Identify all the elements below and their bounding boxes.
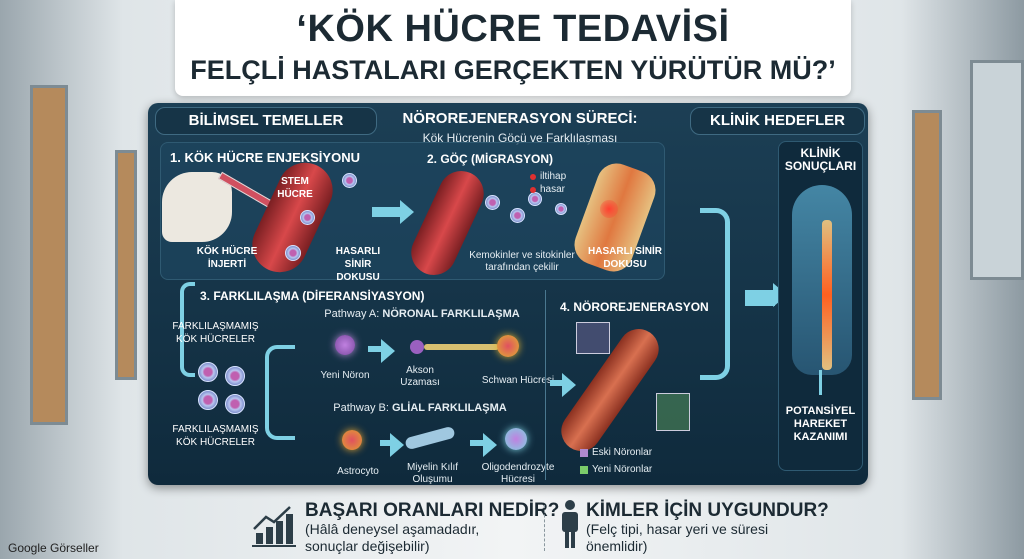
step2-title: 2. GÖÇ (MİGRASYON) xyxy=(426,152,553,166)
connector-line xyxy=(180,282,195,377)
label-damaged-tissue: HASARLI SİNİR DOKUSU xyxy=(335,246,381,283)
hallway-door xyxy=(115,150,137,380)
clinical-title: KLİNİK SONUÇLARI xyxy=(784,146,857,173)
pathway-b-name: GLİAL FARKLILAŞMA xyxy=(392,402,507,414)
new-neuron-icon xyxy=(335,335,355,355)
eligibility-answer: (Felç tipi, hasar yeri ve süresi önemlid… xyxy=(586,521,769,554)
stem-cell xyxy=(285,245,301,261)
eligibility-question: KİMLER İÇİN UYGUNDUR? xyxy=(586,500,829,521)
glove-hand-icon xyxy=(162,172,232,242)
person-icon xyxy=(561,500,579,548)
label-undifferentiated-2: FARKLILAŞMAMIŞ KÖK HÜCRELER xyxy=(172,424,259,448)
arrow-right-icon xyxy=(372,200,414,224)
header-clinical: KLİNİK HEDEFLER xyxy=(690,107,865,135)
divider xyxy=(545,290,546,480)
arrow-right-icon xyxy=(470,433,497,457)
header-process: NÖROREJENERASYON SÜRECİ: xyxy=(402,110,638,127)
legend-new-neurons: Yeni Nöronlar xyxy=(592,464,653,475)
label-chemokines: Kemokinler ve sitokinler tarafından çeki… xyxy=(469,250,575,273)
branch-connector xyxy=(265,345,295,440)
connector-line xyxy=(700,208,730,380)
stem-cell xyxy=(342,173,357,188)
divider xyxy=(544,505,545,551)
legend-new-swatch xyxy=(580,466,588,474)
watermark: Google Görseller xyxy=(8,541,99,555)
step3-title: 3. FARKLILAŞMA (DİFERANSİYASYON) xyxy=(200,289,425,303)
stem-cell xyxy=(300,210,315,225)
label-new-neuron: Yeni Nöron xyxy=(320,370,370,381)
arrow-down-icon xyxy=(819,370,822,395)
migrating-cell xyxy=(555,203,567,215)
header-process-sub: Kök Hücrenin Göçü ve Farklılaşması xyxy=(422,131,618,145)
arrow-right-icon xyxy=(368,339,395,363)
undifferentiated-cell xyxy=(198,362,218,382)
title-line-2: FELÇLİ HASTALARI GERÇEKTEN YÜRÜTÜR MÜ?’ xyxy=(190,55,836,85)
label-axon: Akson Uzaması xyxy=(400,365,440,388)
inflammation-icon xyxy=(530,174,536,180)
legend-damage: hasar xyxy=(540,184,566,195)
bar-chart-growth-icon xyxy=(250,505,298,547)
title-line-1: ‘KÖK HÜCRE TEDAVİSİ xyxy=(296,8,730,50)
damage-icon xyxy=(530,187,536,193)
migrating-cell xyxy=(485,195,500,210)
undifferentiated-cell xyxy=(198,390,218,410)
label-astrocyte: Astrocyto xyxy=(337,466,379,477)
header-scientific: BİLİMSEL TEMELLER xyxy=(155,107,377,135)
label-stem-cell: STEM HÜCRE xyxy=(277,176,313,200)
label-myelin: Miyelin Kılıf Oluşumu xyxy=(406,462,459,485)
success-rate-question: BAŞARI ORANLARI NEDİR? xyxy=(305,500,560,521)
new-neuron-inset xyxy=(656,393,690,431)
arrow-right-icon xyxy=(550,373,576,397)
step1-title: 1. KÖK HÜCRE ENJEKSİYONU xyxy=(170,150,360,165)
pathway-b: Pathway B: GLİAL FARKLILAŞMA xyxy=(320,402,520,414)
pathway-a-name: NÖRONAL FARKLILAŞMA xyxy=(382,308,520,320)
undifferentiated-cell xyxy=(225,366,245,386)
spine-icon xyxy=(822,220,832,370)
title-banner: ‘KÖK HÜCRE TEDAVİSİ FELÇLİ HASTALARI GER… xyxy=(175,0,851,96)
astrocyte-icon xyxy=(342,430,362,450)
legend-old-neurons: Eski Nöronlar xyxy=(592,447,653,458)
hallway-door xyxy=(30,85,68,425)
arrow-right-icon xyxy=(380,433,404,457)
label-oligodendrocyte: Oligodendrozyte Hücresi xyxy=(481,462,555,485)
schwann-cell-icon xyxy=(497,335,519,357)
hallway-window xyxy=(970,60,1024,280)
pathway-a-prefix: Pathway A: xyxy=(324,308,380,320)
migrating-cell xyxy=(510,208,525,223)
success-rate-answer: (Hâlâ deneysel aşamadadır, sonuçlar deği… xyxy=(305,521,480,554)
damage-site xyxy=(600,200,618,218)
label-graft: KÖK HÜCRE İNJERTİ xyxy=(196,246,258,270)
pathway-b-prefix: Pathway B: xyxy=(333,402,389,414)
clinical-result: POTANSİYEL HAREKET KAZANIMI xyxy=(785,405,856,443)
legend-old-swatch xyxy=(580,449,588,457)
legend-inflammation: iltihap xyxy=(540,171,567,182)
label-undifferentiated-1: FARKLILAŞMAMIŞ KÖK HÜCRELER xyxy=(172,321,259,345)
axon-neuron-icon xyxy=(410,340,424,354)
pathway-a: Pathway A: NÖRONAL FARKLILAŞMA xyxy=(322,308,522,320)
oligodendrocyte-icon xyxy=(505,428,527,450)
label-damaged-tissue-2: HASARLI SİNİR DOKUSU xyxy=(588,246,662,270)
arrow-right-icon xyxy=(745,283,787,307)
step4-title: 4. NÖROREJENERASYON xyxy=(560,300,709,314)
migrating-cell xyxy=(528,192,542,206)
old-neuron-inset xyxy=(576,322,610,354)
hallway-door xyxy=(912,110,942,400)
undifferentiated-cell xyxy=(225,394,245,414)
label-schwann: Schwan Hücresi xyxy=(481,375,555,386)
axon-icon xyxy=(424,344,499,350)
